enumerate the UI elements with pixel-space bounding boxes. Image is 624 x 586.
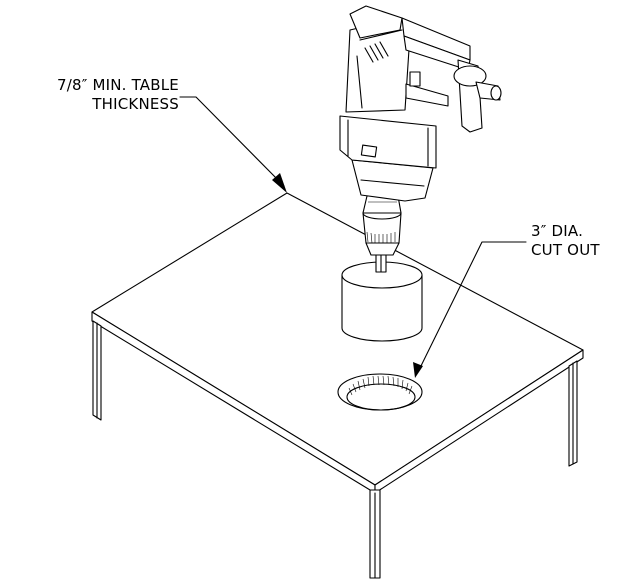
- table: [91, 192, 584, 494]
- table-leg-right: [568, 360, 578, 467]
- drill-chuck: [362, 195, 402, 256]
- table-legs: [92, 320, 578, 579]
- leader-thickness: [179, 96, 287, 193]
- hole-saw: [341, 251, 423, 342]
- callout-cutout-line2: CUT OUT: [531, 241, 600, 259]
- callout-cut-out: 3″ DIA. CUT OUT: [531, 222, 600, 260]
- leader-cutout: [413, 241, 527, 378]
- drill-switch: [360, 144, 378, 158]
- table-leg-front: [369, 489, 381, 579]
- callout-thickness-line1: 7/8″ MIN. TABLE: [56, 76, 179, 94]
- table-leg-left: [92, 320, 102, 421]
- drill-motor: [339, 5, 502, 202]
- callout-cutout-line1: 3″ DIA.: [531, 222, 584, 240]
- motor-vents: [364, 41, 389, 63]
- chuck-teeth: [366, 231, 396, 244]
- table-top: [91, 192, 584, 486]
- cut-out-hole: [337, 373, 423, 411]
- callout-thickness-line2: THICKNESS: [92, 95, 179, 113]
- callout-table-thickness: 7/8″ MIN. TABLE THICKNESS: [6, 76, 179, 114]
- hole-hatching: [348, 375, 413, 396]
